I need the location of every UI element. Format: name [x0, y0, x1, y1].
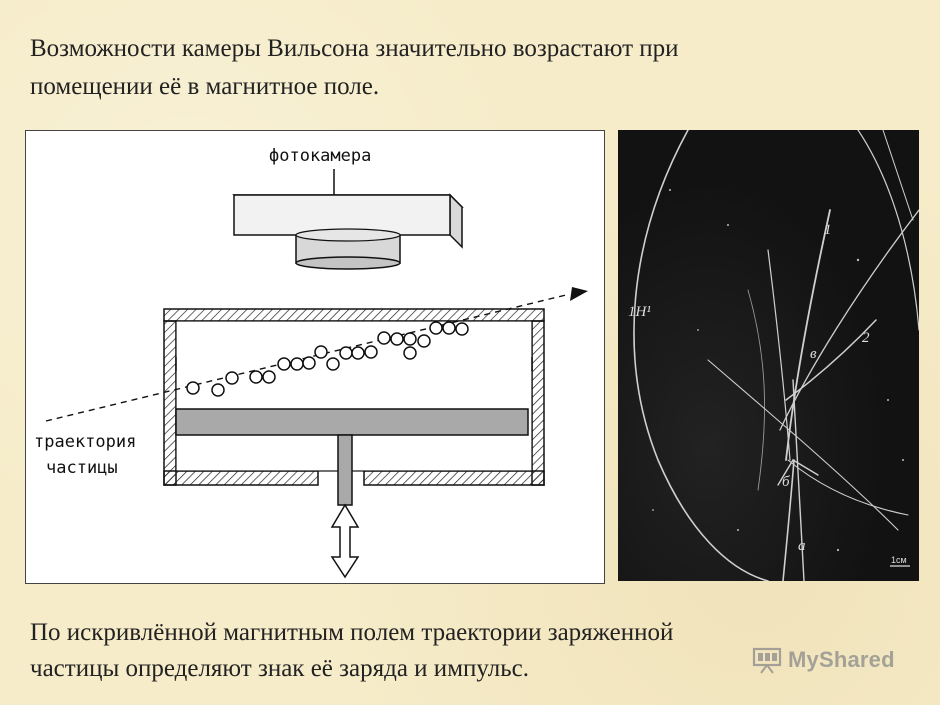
camera-body — [232, 193, 464, 249]
track-5 — [792, 379, 805, 581]
track-8 — [857, 130, 919, 331]
track-label-v: в — [810, 346, 817, 362]
piston-motion-arrow — [330, 503, 360, 579]
track-1 — [785, 209, 831, 461]
track-label-2: 2 — [862, 330, 870, 346]
track-a — [782, 459, 795, 581]
track-vertex — [777, 459, 819, 486]
slide-title-line2: помещении её в магнитное поле. — [30, 73, 380, 100]
scale-label: 1см — [891, 555, 907, 565]
watermark-text: MyShared — [788, 647, 895, 672]
droplet-track — [186, 321, 469, 397]
track-label-1h1: 1H¹ — [628, 304, 651, 320]
track-label-1: 1 — [824, 222, 832, 238]
track-9 — [882, 130, 914, 221]
presentation-board-icon — [752, 647, 782, 674]
track-4 — [767, 249, 791, 461]
track-6 — [707, 359, 899, 531]
photo-specks — [652, 189, 904, 552]
track-label-b: б — [782, 474, 790, 490]
cloud-chamber-diagram: фотокамера — [25, 130, 605, 584]
watermark: MyShared — [752, 644, 912, 676]
track-3 — [779, 209, 919, 431]
camera-label: фотокамера — [269, 146, 371, 166]
slide-title-line1: Возможности камеры Вильсона значительно … — [30, 35, 679, 62]
cloud-chamber-drawing: фотокамера — [34, 146, 588, 579]
trajectory-label-line2: частицы — [46, 458, 118, 478]
track-7 — [787, 459, 909, 516]
scale-bar: 1см — [890, 555, 910, 567]
track-2 — [785, 319, 877, 401]
track-large-arc — [633, 130, 769, 581]
slide-caption-line1: По искривлённой магнитным полем траектор… — [30, 619, 674, 646]
slide-title: Возможности камеры Вильсона значительно … — [30, 30, 910, 106]
track-label-a: а — [798, 538, 806, 554]
cloud-chamber-photo: 1 1H¹ 2 в б а 1см — [618, 130, 919, 581]
piston — [175, 408, 529, 506]
trajectory-label-line1: траектория — [34, 432, 136, 452]
slide-caption: По искривлённой магнитным полем траектор… — [30, 615, 910, 687]
particle-tracks-drawing: 1 1H¹ 2 в б а 1см — [628, 130, 919, 581]
chamber-walls — [163, 308, 545, 486]
slide-caption-line2: частицы определяют знак её заряда и импу… — [30, 655, 530, 682]
track-10 — [747, 289, 766, 491]
camera-lens — [295, 228, 401, 270]
